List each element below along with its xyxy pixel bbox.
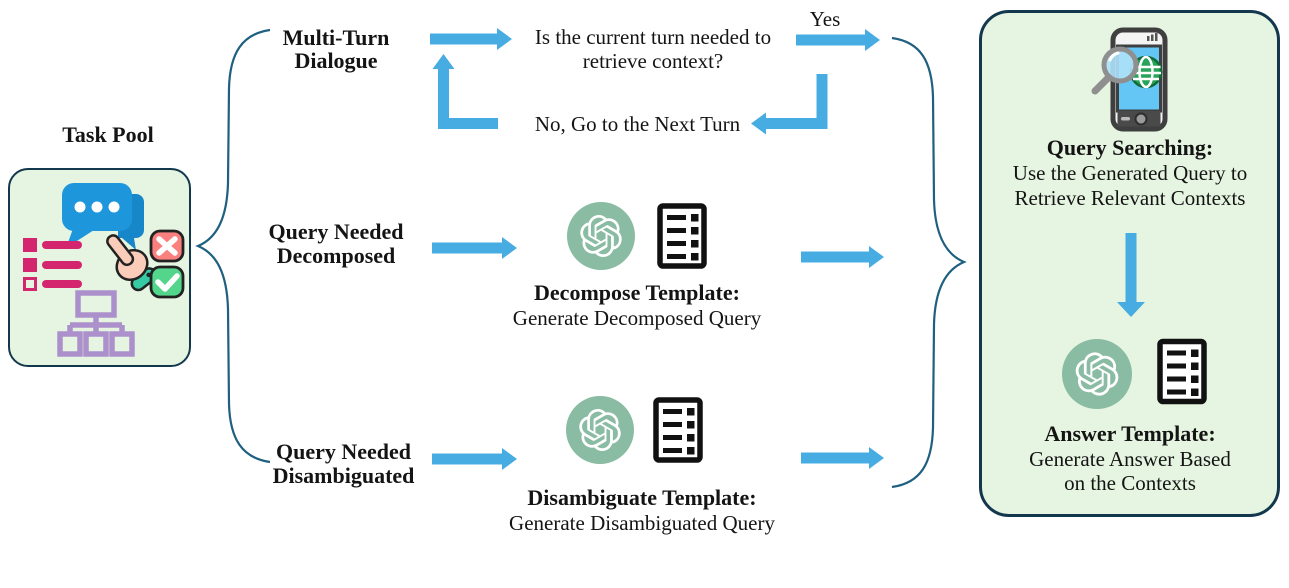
arrow-question-yes — [796, 29, 880, 51]
answer-template-line1: Generate Answer Based — [1029, 447, 1231, 471]
query-searching-title: Query Searching: — [1046, 135, 1214, 160]
answer-template-title: Answer Template: — [1044, 421, 1216, 446]
query-searching-line1: Use the Generated Query to — [1012, 161, 1248, 185]
question-line2: retrieve context? — [582, 49, 724, 73]
disambiguate-template-title: Disambiguate Template: — [527, 485, 757, 510]
query-searching-line2: Retrieve Relevant Contexts — [1014, 186, 1246, 210]
arrow-return-loop-up — [432, 54, 498, 129]
disambiguate-template-subtitle: Generate Disambiguated Query — [509, 511, 775, 535]
arrow-dialogue-to-question — [430, 28, 512, 50]
gpt-icon — [567, 202, 635, 270]
decompose-template-title: Decompose Template: — [534, 280, 740, 305]
arrow-disambiguate-to-merge — [801, 447, 884, 469]
branch-label-multi-turn: Multi-Turn Dialogue — [271, 26, 401, 72]
merge-brace — [891, 36, 967, 489]
answer-template-line2: on the Contexts — [1064, 471, 1196, 495]
question-line1: Is the current turn needed to — [534, 25, 772, 49]
task-pool-title: Task Pool — [62, 122, 154, 147]
template-doc-icon — [660, 206, 704, 266]
branch-label-disambiguated: Query Needed Disambiguated — [266, 440, 421, 488]
branch-label-line2: Decomposed — [276, 243, 396, 268]
fan-out-brace — [195, 28, 271, 464]
loop-question: Is the current turn needed to retrieve c… — [515, 25, 791, 73]
branch-label-line1: Query Needed — [268, 219, 404, 244]
task-pool-box — [8, 168, 191, 367]
arrow-decomposed-to-template — [432, 237, 517, 259]
branch-label-line2: Disambiguated — [272, 463, 415, 488]
arrow-decompose-to-merge — [801, 246, 884, 268]
template-doc-icon — [656, 400, 700, 460]
yes-label: Yes — [809, 7, 841, 31]
decompose-template-subtitle: Generate Decomposed Query — [512, 306, 762, 330]
gpt-icon — [566, 396, 634, 464]
branch-label-decomposed: Query Needed Decomposed — [266, 220, 406, 268]
branch-label-line1: Query Needed — [275, 439, 412, 464]
branch-label-line1: Multi-Turn — [282, 25, 390, 50]
arrow-disambiguated-to-template — [432, 448, 517, 470]
branch-label-line2: Dialogue — [294, 48, 378, 73]
no-next-turn-label: No, Go to the Next Turn — [534, 112, 741, 136]
